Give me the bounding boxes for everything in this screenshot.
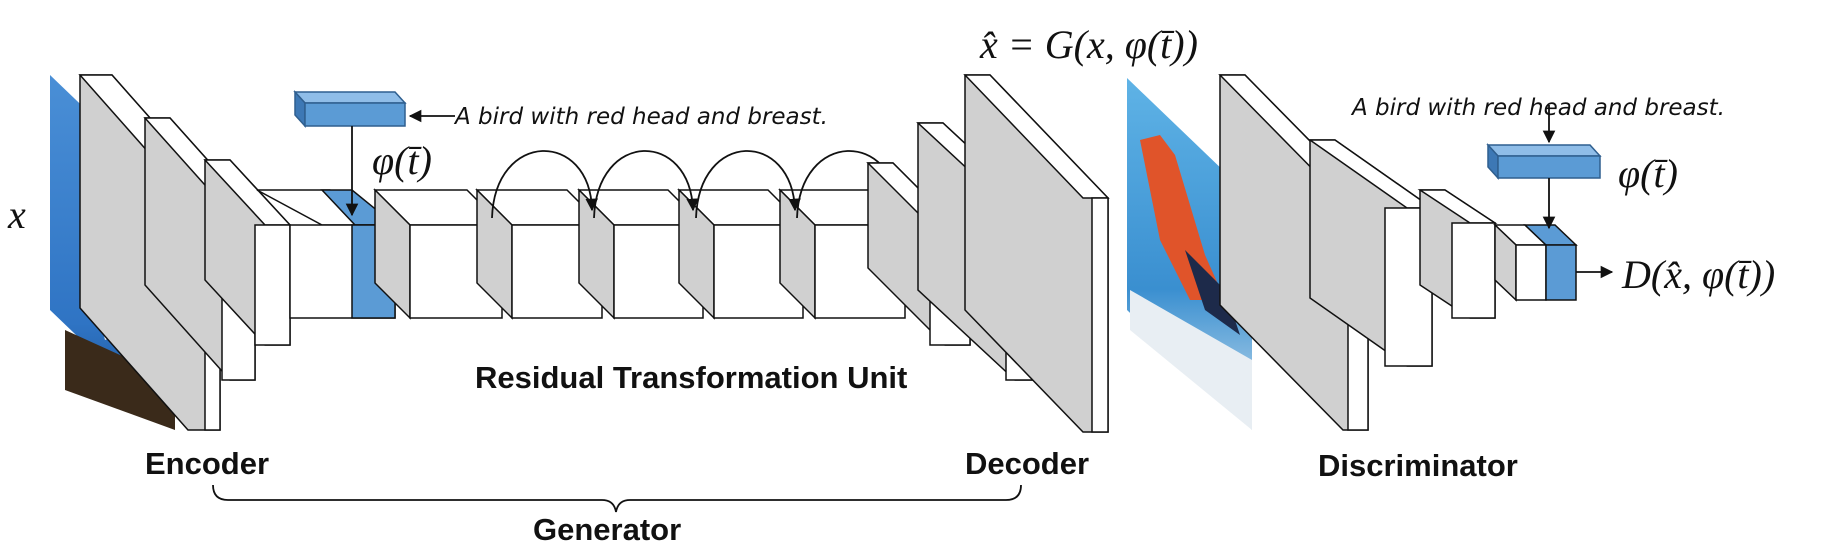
connection-arrows <box>345 105 1614 279</box>
encoder-label: Encoder <box>145 446 269 481</box>
residual-unit-label: Residual Transformation Unit <box>475 360 907 395</box>
decoder-block <box>866 74 1110 433</box>
generated-bird-image <box>1127 78 1252 430</box>
generator-text-description: A bird with red head and breast. <box>453 104 828 130</box>
discriminator-output-formula: D(x̂, φ(t̄)) <box>1621 252 1775 297</box>
discriminator-text-description: A bird with red head and breast. <box>1350 95 1725 121</box>
generator-label: Generator <box>533 512 681 547</box>
encoder-block <box>78 74 292 431</box>
discriminator-embedding-box <box>1486 143 1602 180</box>
decoder-layer-3 <box>963 74 1110 433</box>
input-x-label: x <box>7 192 26 237</box>
residual-unit <box>256 150 907 320</box>
decoder-label: Decoder <box>965 446 1089 481</box>
generator-embedding-label: φ(t̄) <box>372 138 432 183</box>
discriminator-embedding-label: φ(t̄) <box>1618 151 1678 196</box>
disc-layer-3 <box>1417 189 1498 319</box>
discriminator-block <box>1218 74 1578 431</box>
discriminator-label: Discriminator <box>1318 448 1518 483</box>
generator-output-formula: x̂ = G(x, φ(t̄)) <box>979 22 1198 67</box>
disc-layer-2 <box>1307 139 1435 367</box>
generator-embedding-box <box>293 90 407 128</box>
disc-feature-block <box>1493 223 1578 302</box>
encoder-layer-3 <box>203 159 292 346</box>
generator-brace <box>212 484 1022 513</box>
